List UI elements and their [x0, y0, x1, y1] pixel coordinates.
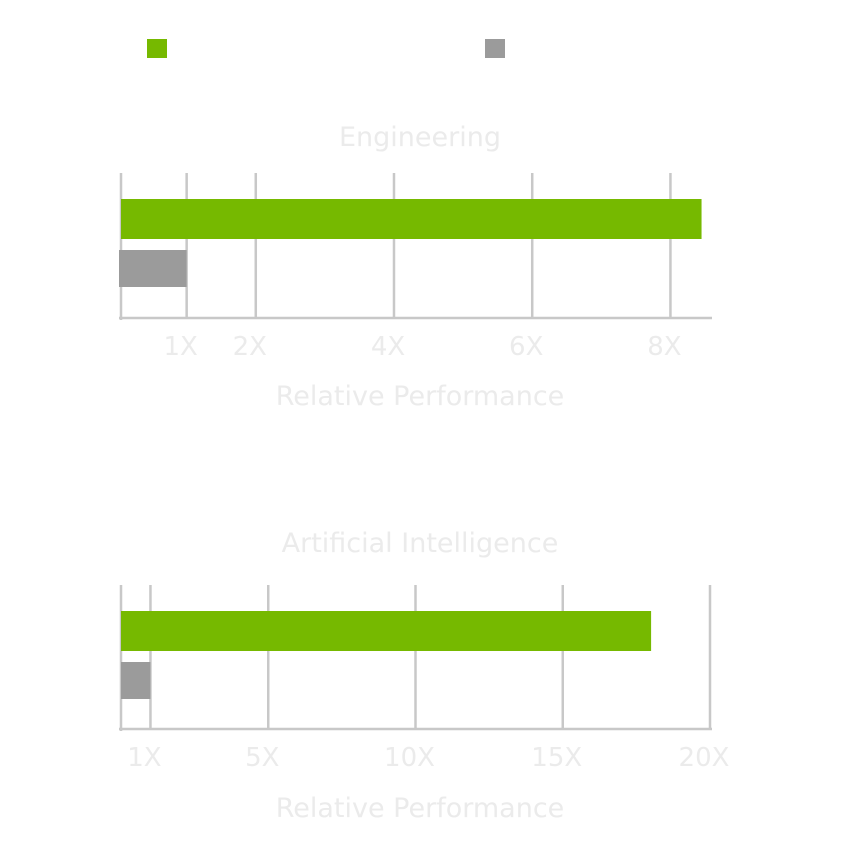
x-tick-label: 2X [233, 332, 267, 362]
x-tick-label: 10X [384, 743, 435, 773]
artificial-intelligence-chart: Artificial Intelligence 1X 5X 10X 15X 20X Rela… [119, 528, 729, 824]
x-tick-label: 8X [647, 332, 681, 362]
engineering-chart: Engineering 1X 2X 4X 6X 8X Relative Performanc… [119, 122, 712, 412]
legend-swatch-green [147, 39, 167, 58]
x-tick-label: 6X [509, 332, 543, 362]
x-axis-label: Relative Performance [276, 381, 565, 412]
chart-title: Artificial Intelligence [282, 528, 559, 559]
legend [147, 39, 505, 58]
x-tick-label: 5X [245, 743, 279, 773]
bar-gray [121, 662, 151, 699]
bar-green [121, 611, 652, 651]
x-axis-label: Relative Performance [276, 793, 565, 824]
x-tick-label: 4X [371, 332, 405, 362]
x-tick-label: 1X [163, 332, 197, 362]
chart-title: Engineering [339, 122, 501, 153]
x-tick-label: 15X [531, 743, 582, 773]
bar-green [121, 199, 702, 239]
legend-swatch-gray [485, 39, 505, 58]
x-tick-label: 20X [679, 743, 730, 773]
bar-gray [119, 250, 187, 287]
x-tick-label: 1X [127, 743, 161, 773]
